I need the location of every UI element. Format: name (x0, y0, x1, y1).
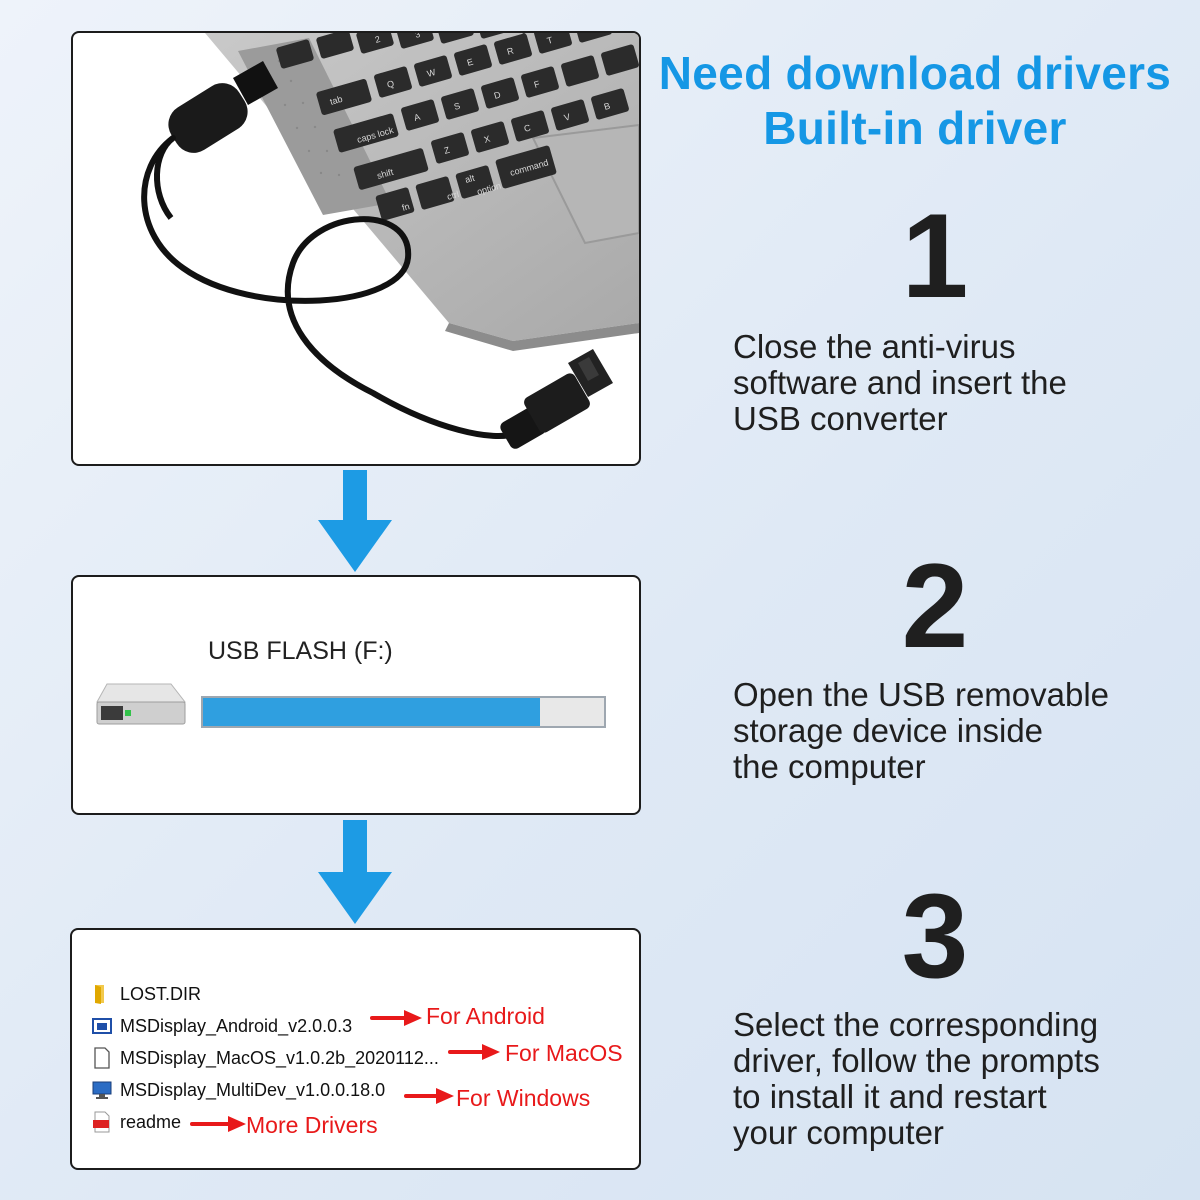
headline-need-download: Need download drivers (658, 47, 1172, 99)
step-text-line: storage device inside (733, 712, 1044, 749)
svg-text:W: W (426, 67, 437, 79)
laptop-usb-cable-panel: tab caps lock shift fn ctrl alt option c… (71, 31, 641, 466)
annotation-macos: For MacOS (505, 1040, 623, 1066)
red-arrow-icon (370, 1010, 422, 1026)
svg-text:ctrl: ctrl (446, 189, 460, 202)
annotation-windows: For Windows (456, 1085, 591, 1111)
step-description: Open the USB removable storage device in… (733, 677, 1193, 785)
headline-built-in-driver: Built-in driver (763, 102, 1067, 154)
svg-text:X: X (483, 134, 492, 145)
step-number: 2 (901, 539, 969, 673)
svg-text:F: F (533, 79, 542, 90)
svg-text:A: A (413, 112, 422, 123)
usb-drive-panel: USB FLASH (F:) (71, 575, 641, 815)
file-name: MSDisplay_Android_v2.0.0.3 (120, 1015, 353, 1036)
step-text-line: Select the corresponding (733, 1006, 1099, 1043)
step-text-line: USB converter (733, 400, 948, 437)
svg-text:R: R (506, 45, 515, 57)
svg-text:S: S (453, 101, 462, 112)
step-text-line: Open the USB removable (733, 676, 1110, 713)
drive-title: USB FLASH (F:) (208, 637, 393, 665)
step-number: 1 (901, 189, 969, 323)
file-name: MSDisplay_MultiDev_v1.0.0.18.0 (120, 1079, 386, 1100)
svg-text:E: E (466, 57, 475, 68)
list-item[interactable]: MSDisplay_MacOS_v1.0.2b_2020112... (92, 1044, 439, 1072)
file-name: readme (120, 1111, 182, 1132)
red-arrow-icon (448, 1044, 500, 1060)
svg-text:shift: shift (376, 167, 395, 181)
step-number: 3 (901, 869, 969, 1003)
svg-text:Z: Z (443, 145, 452, 156)
step-text-line: Close the anti-virus (733, 328, 1016, 365)
list-item[interactable]: MSDisplay_MultiDev_v1.0.0.18.0 (92, 1076, 385, 1104)
svg-text:T: T (546, 35, 555, 46)
svg-text:2: 2 (374, 34, 382, 45)
svg-text:Q: Q (386, 78, 396, 90)
down-arrow-icon (318, 470, 392, 572)
app-window-icon (92, 1018, 112, 1034)
file-list-panel: LOST.DIR MSDisplay_Android_v2.0.0.3 MSDi… (70, 928, 641, 1170)
svg-text:fn: fn (401, 201, 411, 213)
annotation-android: For Android (426, 1003, 545, 1029)
folder-icon (95, 985, 104, 1004)
file-name: MSDisplay_MacOS_v1.0.2b_2020112... (120, 1047, 439, 1068)
laptop-cable-illustration: tab caps lock shift fn ctrl alt option c… (141, 33, 639, 449)
step-text-line: driver, follow the prompts (733, 1042, 1100, 1079)
step-description: Select the corresponding driver, follow … (733, 1007, 1193, 1151)
storage-progress-bar (201, 696, 606, 728)
svg-text:D: D (493, 89, 502, 101)
red-arrow-icon (404, 1088, 454, 1104)
file-name: LOST.DIR (120, 983, 202, 1004)
hard-drive-icon (96, 683, 187, 725)
step-text-line: software and insert the (733, 364, 1067, 401)
step-description: Close the anti-virus software and insert… (733, 329, 1193, 437)
down-arrow-icon (318, 820, 392, 924)
svg-text:alt: alt (464, 173, 476, 185)
blank-file-icon (94, 1047, 110, 1069)
list-item[interactable]: readme (92, 1108, 181, 1136)
svg-text:3: 3 (414, 33, 422, 40)
storage-progress-fill (203, 698, 540, 726)
monitor-installer-icon (92, 1081, 112, 1099)
step-text-line: to install it and restart (733, 1078, 1047, 1115)
step-text-line: your computer (733, 1114, 944, 1151)
svg-text:V: V (563, 112, 572, 123)
red-arrow-icon (190, 1116, 246, 1132)
svg-text:C: C (523, 122, 532, 134)
list-item[interactable]: MSDisplay_Android_v2.0.0.3 (92, 1012, 352, 1040)
step-text-line: the computer (733, 748, 926, 785)
annotation-more-drivers: More Drivers (246, 1112, 378, 1138)
list-item[interactable]: LOST.DIR (92, 980, 201, 1008)
pdf-icon (93, 1111, 110, 1133)
svg-text:B: B (603, 101, 612, 112)
svg-text:tab: tab (329, 94, 344, 107)
